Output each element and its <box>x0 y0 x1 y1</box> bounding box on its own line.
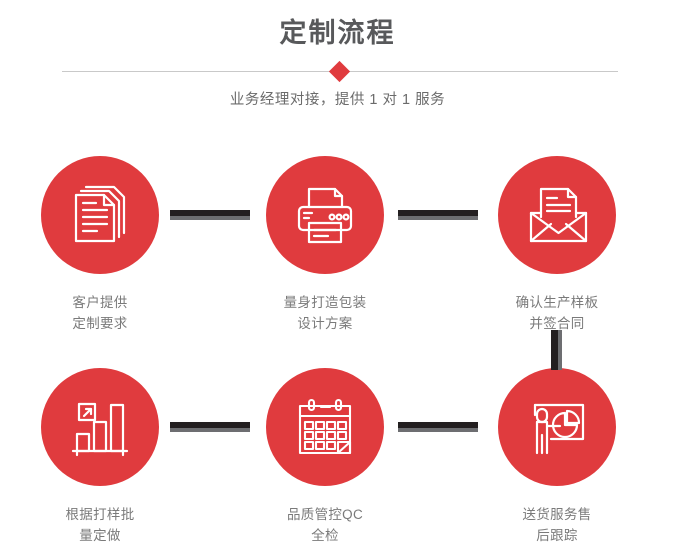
printer-icon <box>289 179 361 251</box>
connector-bar <box>170 422 250 428</box>
flow-step-1-label: 客户提供 定制要求 <box>72 295 128 331</box>
flow-step-3-label: 确认生产样板 并签合同 <box>515 295 599 331</box>
connector-shadow <box>558 330 562 370</box>
connector-step5-step6 <box>398 422 478 432</box>
connector-step2-step3 <box>398 210 478 220</box>
flow-step-4-circle <box>41 368 159 486</box>
connector-shadow <box>170 216 250 220</box>
presentation-person-piechart-icon <box>521 391 593 463</box>
flow-step-5: 品质管控QC 全检 <box>245 368 405 546</box>
page-title: 定制流程 <box>279 18 396 48</box>
flow-step-5-circle <box>266 368 384 486</box>
flow-step-3: 确认生产样板 并签合同 <box>477 156 637 334</box>
envelope-letter-icon <box>521 179 593 251</box>
flow-step-4: 根据打样批 量定做 <box>20 368 180 546</box>
flow-step-2-label: 量身打造包装 设计方案 <box>283 295 367 331</box>
documents-stack-icon <box>64 179 136 251</box>
flow-step-5-label: 品质管控QC 全检 <box>286 507 364 543</box>
connector-shadow <box>398 216 478 220</box>
header-divider <box>62 60 618 83</box>
flow-step-6-circle <box>498 368 616 486</box>
connector-shadow <box>398 428 478 432</box>
flow-step-3-circle <box>498 156 616 274</box>
process-flow-diagram: 客户提供 定制要求 量身打造包装 设计方案 <box>0 140 675 550</box>
flow-step-4-label: 根据打样批 量定做 <box>65 507 135 543</box>
connector-bar <box>551 330 558 370</box>
calendar-icon <box>289 391 361 463</box>
connector-bar <box>398 210 478 216</box>
flow-step-1-circle <box>41 156 159 274</box>
flow-step-6: 送货服务售 后跟踪 <box>477 368 637 546</box>
connector-step3-step6 <box>551 330 562 370</box>
diamond-icon <box>328 60 351 83</box>
connector-bar <box>170 210 250 216</box>
page-header: 定制流程 业务经理对接，提供 1 对 1 服务 <box>0 0 675 140</box>
connector-bar <box>398 422 478 428</box>
connector-step1-step2 <box>170 210 250 220</box>
flow-step-2: 量身打造包装 设计方案 <box>245 156 405 334</box>
page-subtitle: 业务经理对接，提供 1 对 1 服务 <box>229 92 446 108</box>
bar-chart-growth-icon <box>64 391 136 463</box>
connector-shadow <box>170 428 250 432</box>
flow-step-2-circle <box>266 156 384 274</box>
connector-step4-step5 <box>170 422 250 432</box>
flow-step-1: 客户提供 定制要求 <box>20 156 180 334</box>
flow-step-6-label: 送货服务售 后跟踪 <box>522 507 592 543</box>
